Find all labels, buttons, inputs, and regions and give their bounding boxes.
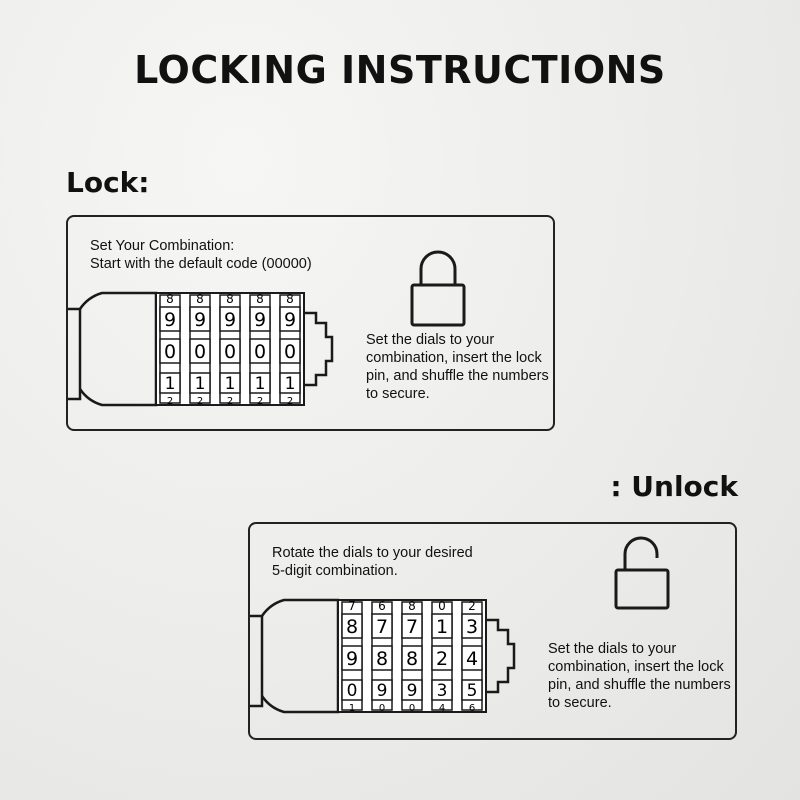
lock-dial-4-digit-b: 0	[254, 341, 266, 363]
lock-body-collar	[260, 598, 340, 714]
padlock-closed-icon	[410, 250, 466, 327]
lock-dial-5-top-digit: 8	[286, 292, 294, 306]
page-title: LOCKING INSTRUCTIONS	[134, 48, 666, 92]
lock-intro-text: Set Your Combination: Start with the def…	[90, 237, 390, 273]
unlock-dial-2-digit-c: 9	[377, 681, 388, 701]
lock-dial-5-digit-a: 9	[284, 309, 296, 331]
unlock-dial-3-bottom-digit: 0	[409, 703, 415, 714]
lock-heading: Lock:	[66, 166, 150, 199]
unlock-dial-4-digit-c: 3	[437, 681, 448, 701]
combination-lock-drawing-unlock: 7 6 8 0 2 8 7 7 1 3 9 8 8 2 4 0 9 9 3 5	[250, 598, 516, 714]
unlock-intro-line1: Rotate the dials to your desired	[272, 545, 473, 561]
lock-dial-5-digit-c: 1	[285, 374, 296, 394]
unlock-dial-2-digit-b: 8	[376, 648, 388, 670]
lock-dial-4-digit-c: 1	[255, 374, 266, 394]
lock-instructions-panel: Set Your Combination: Start with the def…	[66, 215, 555, 431]
unlock-dial-2-top-digit: 6	[378, 599, 386, 613]
lock-dial-2-top-digit: 8	[196, 292, 204, 306]
unlock-instructions-panel: Rotate the dials to your desired 5-digit…	[248, 522, 737, 740]
lock-dial-3-top-digit: 8	[226, 292, 234, 306]
unlock-heading: : Unlock	[610, 470, 738, 503]
unlock-dial-4-digit-a: 1	[436, 616, 448, 638]
lock-cable-end	[250, 614, 264, 708]
lock-dial-2-digit-a: 9	[194, 309, 206, 331]
unlock-dial-4-top-digit: 0	[438, 599, 446, 613]
lock-dial-2-digit-c: 1	[195, 374, 206, 394]
padlock-open-icon	[614, 536, 670, 610]
unlock-dial-5-bottom-digit: 6	[469, 703, 475, 714]
lock-dial-3-bottom-digit: 2	[227, 396, 233, 407]
unlock-dial-1-digit-a: 8	[346, 616, 358, 638]
unlock-dial-3-digit-c: 9	[407, 681, 418, 701]
unlock-dial-1-bottom-digit: 1	[349, 703, 355, 714]
unlock-dial-5-digit-b: 4	[466, 648, 478, 670]
unlock-dial-1-top-digit: 7	[348, 599, 356, 613]
dial-stack-unlock: 7 6 8 0 2 8 7 7 1 3 9 8 8 2 4 0 9 9 3 5	[337, 599, 487, 714]
unlock-dial-2-digit-a: 7	[376, 616, 388, 638]
unlock-dial-4-digit-b: 2	[436, 648, 448, 670]
lock-dial-4-top-digit: 8	[256, 292, 264, 306]
unlock-dial-3-top-digit: 8	[408, 599, 416, 613]
lock-dial-1-digit-c: 1	[165, 374, 176, 394]
unlock-dial-3-digit-b: 8	[406, 648, 418, 670]
lock-intro-line1: Set Your Combination:	[90, 238, 235, 254]
lock-dial-3-digit-c: 1	[225, 374, 236, 394]
unlock-intro-text: Rotate the dials to your desired 5-digit…	[272, 544, 572, 580]
lock-dial-2-digit-b: 0	[194, 341, 206, 363]
unlock-secure-text: Set the dials to your combination, inser…	[548, 641, 731, 711]
lock-dial-2-bottom-digit: 2	[197, 396, 203, 407]
unlock-dial-2-bottom-digit: 0	[379, 703, 385, 714]
lock-secure-text: Set the dials to your combination, inser…	[366, 332, 549, 402]
combination-lock-drawing: 8 8 8 8 8 9 9 9 9 9 0 0 0 0 0 1 1 1 1	[68, 291, 334, 407]
unlock-dial-5-digit-a: 3	[466, 616, 478, 638]
lock-intro-line2: Start with the default code (00000)	[90, 256, 312, 272]
unlock-dial-4-bottom-digit: 4	[439, 703, 445, 714]
lock-dial-4-bottom-digit: 2	[257, 396, 263, 407]
unlock-dial-1-digit-c: 0	[347, 681, 358, 701]
unlock-dial-3-digit-a: 7	[406, 616, 418, 638]
dial-stack: 8 8 8 8 8 9 9 9 9 9 0 0 0 0 0 1 1 1 1	[155, 292, 305, 407]
lock-dial-3-digit-b: 0	[224, 341, 236, 363]
lock-body-collar	[78, 291, 158, 407]
lock-dial-5-digit-b: 0	[284, 341, 296, 363]
lock-pin-connector	[486, 618, 516, 694]
lock-dial-1-digit-a: 9	[164, 309, 176, 331]
unlock-dial-1-digit-b: 9	[346, 648, 358, 670]
unlock-dial-5-digit-c: 5	[467, 681, 478, 701]
lock-dial-1-bottom-digit: 2	[167, 396, 173, 407]
lock-dial-1-digit-b: 0	[164, 341, 176, 363]
unlock-intro-line2: 5-digit combination.	[272, 563, 398, 579]
lock-pin-connector	[304, 311, 334, 387]
lock-dial-4-digit-a: 9	[254, 309, 266, 331]
lock-cable-end	[68, 307, 82, 401]
lock-dial-3-digit-a: 9	[224, 309, 236, 331]
lock-dial-5-bottom-digit: 2	[287, 396, 293, 407]
unlock-dial-5-top-digit: 2	[468, 599, 476, 613]
lock-dial-1-top-digit: 8	[166, 292, 174, 306]
